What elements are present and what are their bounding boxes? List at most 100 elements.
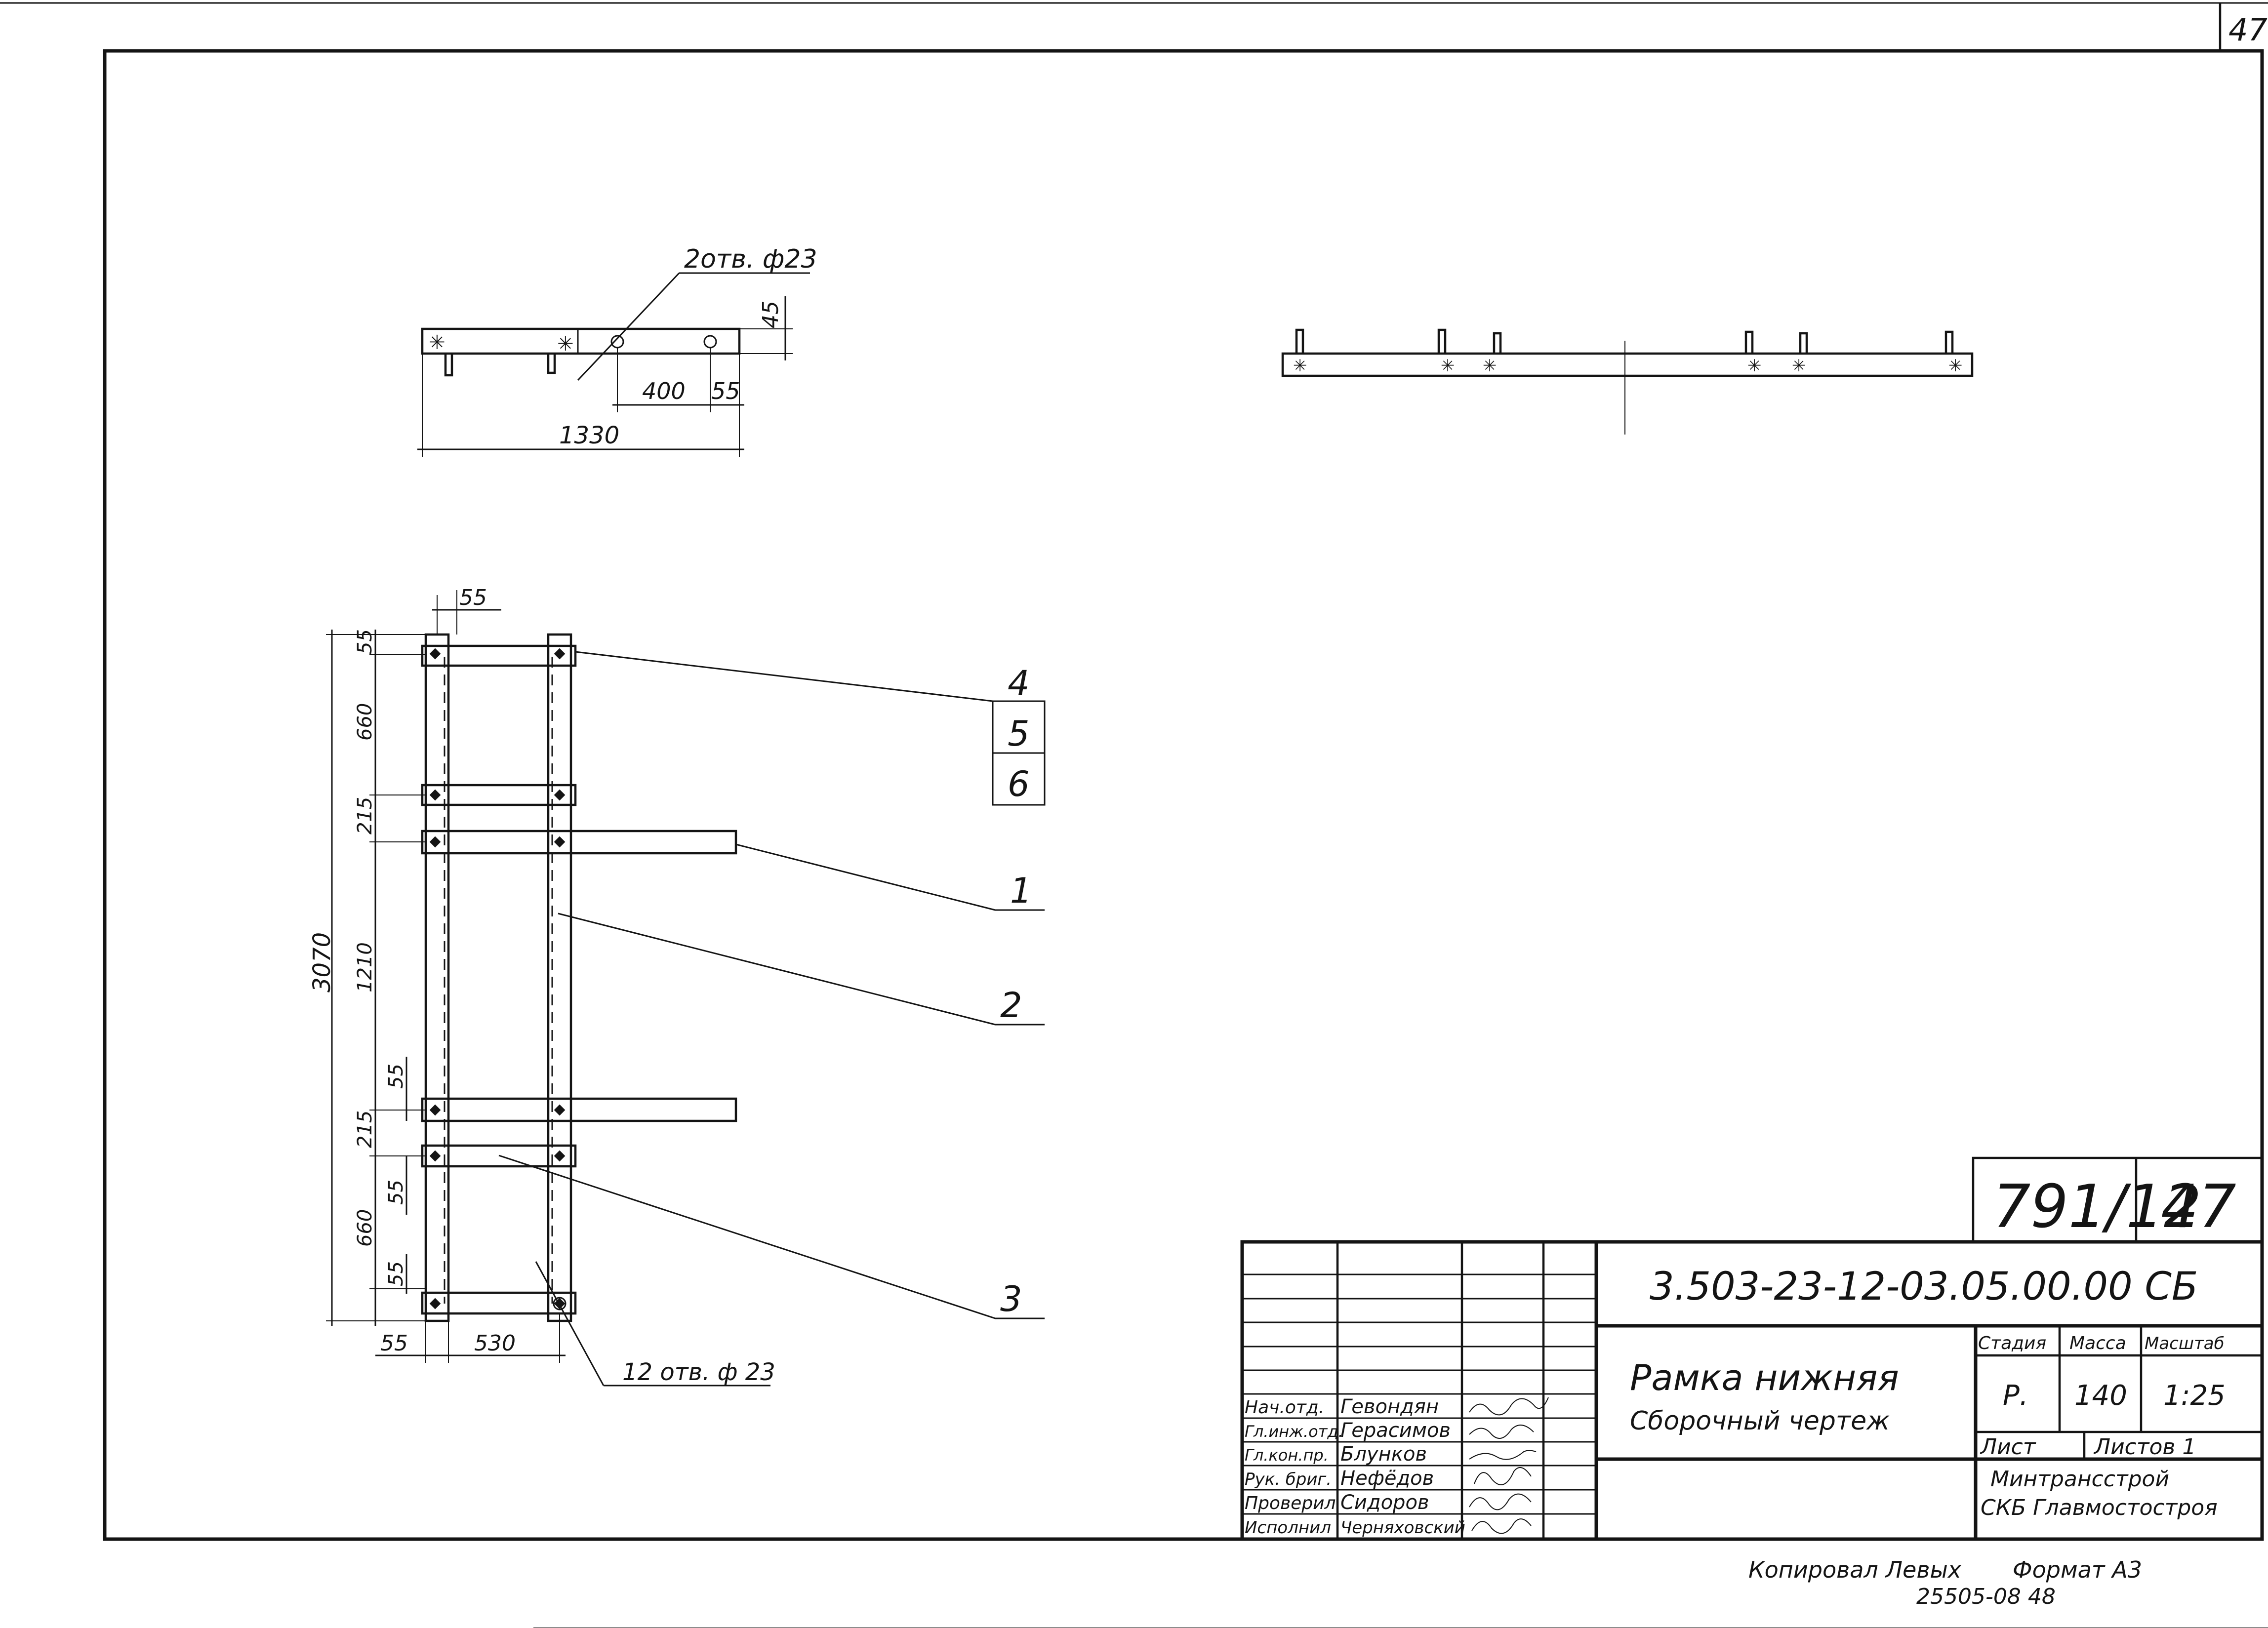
leader-pos-4 (575, 651, 993, 702)
side-view-angle (1437, 328, 1447, 354)
signature-mark (1469, 1397, 1549, 1416)
side-view-angle (1799, 332, 1808, 354)
signature-rows (1242, 1273, 1596, 1515)
title-block: 791/12 47 Нач.отд. Гевондян Гл.инж.отд. … (1240, 1156, 2264, 1541)
name-cell: Сидоров (1340, 1491, 1429, 1514)
side-view: ✳ ✳ ✳ ✳ ✳ ✳ (1281, 328, 1974, 435)
copied-by: Копировал Левых (1748, 1556, 1962, 1583)
header-stage: Стадия (1978, 1333, 2046, 1353)
header-scale: Масштаб (2145, 1334, 2225, 1353)
signature-mark (1469, 1425, 1534, 1439)
name-line-2: Сборочный чертеж (1630, 1406, 1890, 1436)
role-cell: Гл.инж.отд. (1245, 1422, 1343, 1441)
dim-1210: 1210 (354, 942, 376, 993)
plan-hole-note: 12 отв. ф 23 (622, 1358, 775, 1386)
top-view-angle-right (547, 354, 556, 374)
header-mass: Масса (2069, 1333, 2126, 1353)
title-block-frame (1240, 1240, 2264, 1541)
doc-code-left: 791/12 (1993, 1173, 2201, 1241)
dim-55-lower: 55 (385, 1180, 407, 1205)
value-stage: Р. (2003, 1380, 2028, 1412)
bolt-icon (554, 1104, 566, 1116)
designation: 3.503-23-12-03.05.00.00 СБ (1650, 1265, 2198, 1309)
top-view-angle-left (444, 354, 453, 377)
org-line-2: СКБ Главмостостроя (1981, 1495, 2218, 1520)
name-cell: Блунков (1340, 1443, 1427, 1466)
top-view: ✳ ✳ 2отв. ф23 400 55 1330 45 (417, 244, 817, 457)
signature-mark (1469, 1450, 1537, 1460)
bolt-mark-icon: ✳ (1747, 356, 1762, 376)
dim-55-bottom: 55 (385, 1261, 407, 1286)
bolt-mark-icon: ✳ (1483, 356, 1497, 376)
format-label: Формат А3 (2013, 1556, 2142, 1583)
bolt-icon (429, 1298, 441, 1310)
cross-member (421, 644, 577, 667)
dim-55-bottom-left: 55 (380, 1331, 408, 1356)
sheets-label: Листов 1 (2093, 1434, 2196, 1460)
bolt-icon (429, 1104, 441, 1116)
signature-mark (1469, 1493, 1532, 1510)
plan-view: 3070 55 660 215 1210 55 215 55 660 55 55… (308, 585, 1046, 1387)
position-4: 4 (1008, 663, 1030, 704)
role-cell: Исполнил (1245, 1518, 1331, 1538)
inventory-number: 25505-08 48 (1916, 1584, 2056, 1609)
dim-55: 55 (711, 378, 740, 404)
dim-215-top: 215 (354, 797, 376, 834)
signature-mark (1474, 1467, 1532, 1485)
hole-icon (553, 1297, 567, 1310)
dim-55-mid: 55 (385, 1064, 407, 1089)
org-line-1: Минтрансстрой (1990, 1467, 2169, 1492)
role-cell: Гл.кон.пр. (1245, 1446, 1329, 1465)
position-3: 3 (1000, 1279, 1022, 1319)
side-view-beam (1281, 352, 1974, 377)
role-cell: Нач.отд. (1245, 1397, 1324, 1418)
leader-pos-2 (558, 913, 996, 1026)
bolt-icon (554, 789, 566, 801)
side-view-angle (1744, 330, 1754, 354)
leader-pos-1 (735, 843, 996, 911)
value-mass: 140 (2074, 1380, 2127, 1412)
bolt-icon (554, 1150, 566, 1162)
bolt-mark-icon: ✳ (1792, 356, 1806, 376)
hole-note-leader (535, 1261, 605, 1386)
position-2: 2 (1000, 985, 1022, 1026)
name-cell: Герасимов (1340, 1419, 1451, 1442)
bolt-markers (429, 648, 566, 1310)
dim-530: 530 (474, 1331, 516, 1356)
hole-icon (703, 335, 717, 349)
name-cell: Нефёдов (1340, 1467, 1434, 1490)
bolt-mark-icon: ✳ (1293, 356, 1307, 376)
bolt-mark-icon: ✳ (1441, 356, 1455, 376)
role-cell: Проверил (1245, 1493, 1336, 1513)
role-cell: Рук. бриг. (1245, 1469, 1332, 1489)
cross-member-extended (421, 830, 737, 855)
bolt-icon (429, 1150, 441, 1162)
cross-member-extended (421, 1097, 737, 1122)
dim-55-top: 55 (354, 629, 376, 654)
name-cell: Гевондян (1340, 1395, 1439, 1418)
name-cell: Черняховский (1340, 1518, 1465, 1538)
top-view-hole-note: 2отв. ф23 (684, 244, 817, 274)
dim-400: 400 (642, 378, 686, 404)
dim-45: 45 (758, 301, 783, 328)
signature-mark (1471, 1518, 1532, 1534)
side-view-angle (1944, 330, 1954, 354)
dim-660-bottom: 660 (354, 1209, 376, 1247)
bolt-mark-icon: ✳ (429, 331, 446, 354)
hole-note-leader (577, 272, 680, 381)
bolt-icon (554, 836, 566, 848)
dim-660-top: 660 (354, 703, 376, 741)
bolt-icon (429, 836, 441, 848)
doc-code-right: 47 (2161, 1173, 2236, 1241)
value-scale: 1:25 (2163, 1380, 2226, 1412)
side-view-angle (1493, 332, 1502, 354)
dim-215-bottom: 215 (354, 1111, 376, 1148)
bolt-mark-icon: ✳ (557, 333, 574, 356)
sheet-label: Лист (1980, 1434, 2036, 1460)
dim-3070: 3070 (308, 932, 336, 993)
position-6: 6 (1008, 764, 1030, 804)
bolt-icon (429, 789, 441, 801)
bolt-mark-icon: ✳ (1948, 356, 1963, 376)
bolt-icon (429, 648, 441, 660)
